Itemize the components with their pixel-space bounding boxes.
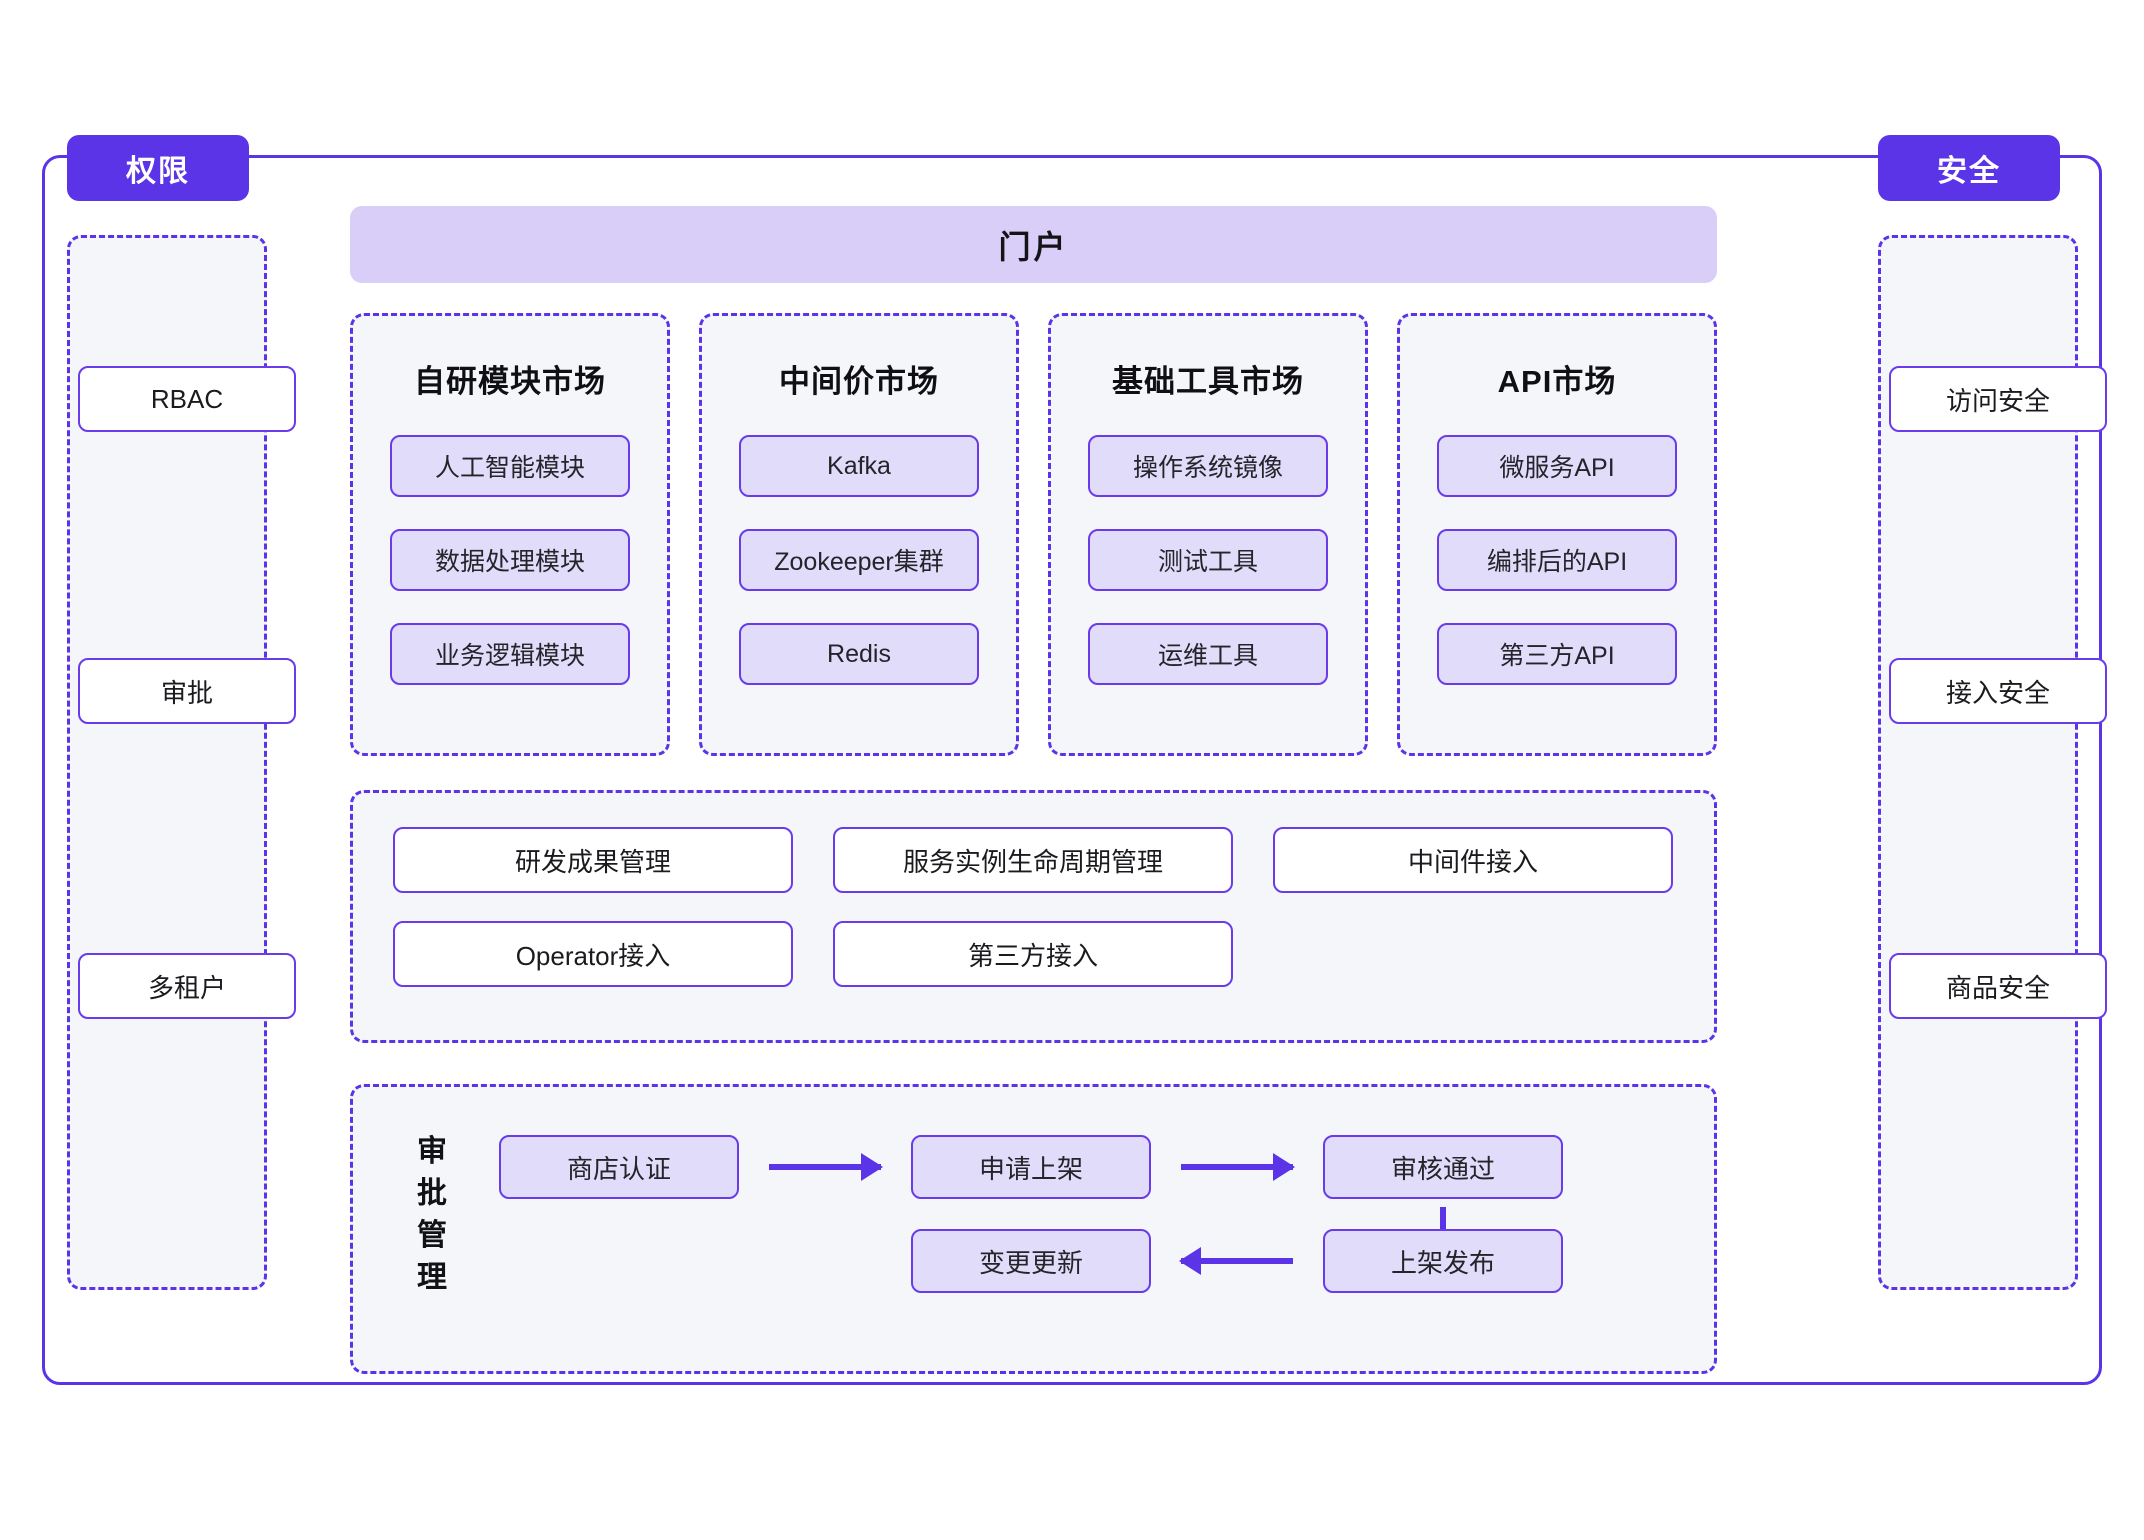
sidebar-item-access-security[interactable]: 访问安全	[1889, 366, 2107, 432]
flow-arrow-right-1	[769, 1153, 883, 1181]
market-item[interactable]: 操作系统镜像	[1088, 435, 1328, 497]
right-column-badge: 安全	[1878, 135, 2060, 201]
flow-node-review-passed[interactable]: 审核通过	[1323, 1135, 1563, 1199]
market-item[interactable]: 数据处理模块	[390, 529, 630, 591]
market-item[interactable]: 业务逻辑模块	[390, 623, 630, 685]
flow-arrow-left	[1179, 1247, 1293, 1275]
approval-label-char: 批	[417, 1177, 447, 1210]
approval-label-char: 理	[417, 1261, 447, 1294]
approval-label-char: 审	[417, 1135, 447, 1168]
market-item[interactable]: Zookeeper集群	[739, 529, 979, 591]
capability-row: 研发成果管理 服务实例生命周期管理 中间件接入	[393, 827, 1674, 893]
market-item[interactable]: 编排后的API	[1437, 529, 1677, 591]
market-item[interactable]: 微服务API	[1437, 435, 1677, 497]
sidebar-item-multitenant[interactable]: 多租户	[78, 953, 296, 1019]
approval-label-char: 管	[417, 1219, 447, 1252]
left-column-badge: 权限	[67, 135, 249, 201]
market-item[interactable]: Redis	[739, 623, 979, 685]
diagram-outer-frame: 权限 RBAC 审批 多租户 安全 访问安全 接入安全 商品安全 门户 自研模块…	[42, 135, 2107, 1385]
market-column-self-developed: 自研模块市场 人工智能模块 数据处理模块 业务逻辑模块	[350, 313, 670, 756]
market-title: 基础工具市场	[1112, 364, 1304, 399]
market-item[interactable]: 人工智能模块	[390, 435, 630, 497]
capability-button-middleware-access[interactable]: 中间件接入	[1273, 827, 1673, 893]
capability-button-operator-access[interactable]: Operator接入	[393, 921, 793, 987]
capability-button-service-lifecycle[interactable]: 服务实例生命周期管理	[833, 827, 1233, 893]
market-column-base-tools: 基础工具市场 操作系统镜像 测试工具 运维工具	[1048, 313, 1368, 756]
sidebar-item-rbac[interactable]: RBAC	[78, 366, 296, 432]
flow-node-apply-listing[interactable]: 申请上架	[911, 1135, 1151, 1199]
portal-header: 门户	[350, 206, 1717, 283]
market-column-api: API市场 微服务API 编排后的API 第三方API	[1397, 313, 1717, 756]
flow-node-store-certification[interactable]: 商店认证	[499, 1135, 739, 1199]
capability-row: Operator接入 第三方接入	[393, 921, 1674, 987]
flow-arrow-right-2	[1181, 1153, 1295, 1181]
flow-node-publish-listing[interactable]: 上架发布	[1323, 1229, 1563, 1293]
sidebar-item-product-security[interactable]: 商品安全	[1889, 953, 2107, 1019]
sidebar-item-connection-security[interactable]: 接入安全	[1889, 658, 2107, 724]
approval-panel: 审 批 管 理 商店认证 申请上架 审核通过 变更更新 上架发布	[350, 1084, 1717, 1374]
capability-panel: 研发成果管理 服务实例生命周期管理 中间件接入 Operator接入 第三方接入	[350, 790, 1717, 1043]
market-title: API市场	[1497, 364, 1617, 399]
approval-management-label: 审 批 管 理	[411, 1131, 453, 1299]
market-title: 中间价市场	[779, 364, 939, 399]
capability-button-third-party-access[interactable]: 第三方接入	[833, 921, 1233, 987]
flow-node-change-update[interactable]: 变更更新	[911, 1229, 1151, 1293]
capability-button-rd-results[interactable]: 研发成果管理	[393, 827, 793, 893]
market-item[interactable]: Kafka	[739, 435, 979, 497]
market-item[interactable]: 测试工具	[1088, 529, 1328, 591]
market-item[interactable]: 第三方API	[1437, 623, 1677, 685]
market-title: 自研模块市场	[414, 364, 606, 399]
market-item[interactable]: 运维工具	[1088, 623, 1328, 685]
market-row: 自研模块市场 人工智能模块 数据处理模块 业务逻辑模块 中间价市场 Kafka …	[350, 313, 1717, 756]
market-column-middleware: 中间价市场 Kafka Zookeeper集群 Redis	[699, 313, 1019, 756]
sidebar-item-approval[interactable]: 审批	[78, 658, 296, 724]
